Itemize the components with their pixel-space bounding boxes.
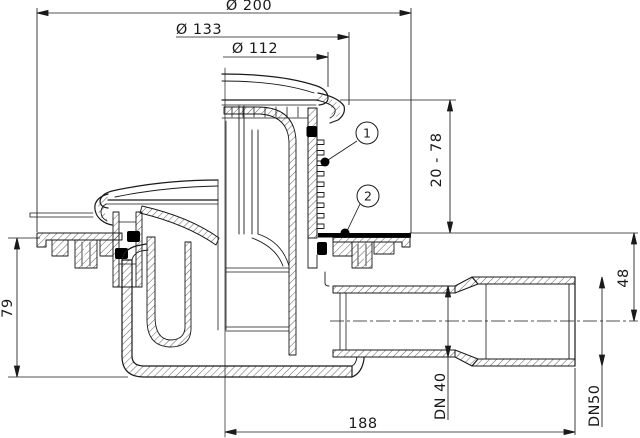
callout-1-number: 1 [363,126,371,141]
label-body-height: 79 [0,298,16,317]
riser-raised [217,105,325,356]
inlet-funnel [139,205,220,246]
label-outlet-length: 188 [348,416,377,432]
o-ring-seal-top [306,126,317,137]
dim-body-height [8,237,128,378]
drain-body-bowl [121,243,365,378]
dim-outlet-length [224,368,576,436]
label-grate-diameter: Ø 112 [232,41,278,57]
label-adjust-height: 20 - 78 [429,133,445,188]
dim-flange-diameter [36,8,412,233]
frame-lip-raised [315,92,345,124]
dim-outlet-depth [630,232,638,322]
label-flange-diameter: Ø 200 [226,0,272,14]
dim-adjust-height [340,99,456,234]
frame-lip-lowered [29,193,113,226]
seal-lowered-upper [127,231,140,242]
seal-lowered-lower [115,248,128,259]
dim-grate-diameter [223,52,329,87]
flat-seal [318,233,411,238]
dim-dn40 [444,285,452,420]
label-frame-diameter: Ø 133 [176,22,222,38]
callout-2 [340,184,380,238]
cover-dome-lowered [99,179,219,209]
callout-1-balloon [355,121,379,145]
dim-frame-diameter [176,32,350,105]
callout-2-balloon [356,184,380,208]
siphon-trap [146,233,290,348]
outlet-pipe [324,271,576,367]
floor-flange-left [36,232,123,269]
callout-1-dot [320,157,330,167]
label-outlet-depth: 48 [616,268,632,287]
thread-teeth [316,139,325,229]
floor-flange-right [318,232,411,269]
dim-dn50 [598,276,606,427]
label-dn50: DN50 [587,385,603,427]
callout-2-dot [340,228,350,238]
callout-2-number: 2 [364,189,372,204]
callout-1 [320,121,379,167]
label-dn40: DN 40 [433,372,449,420]
o-ring-seal-lower [317,242,327,255]
